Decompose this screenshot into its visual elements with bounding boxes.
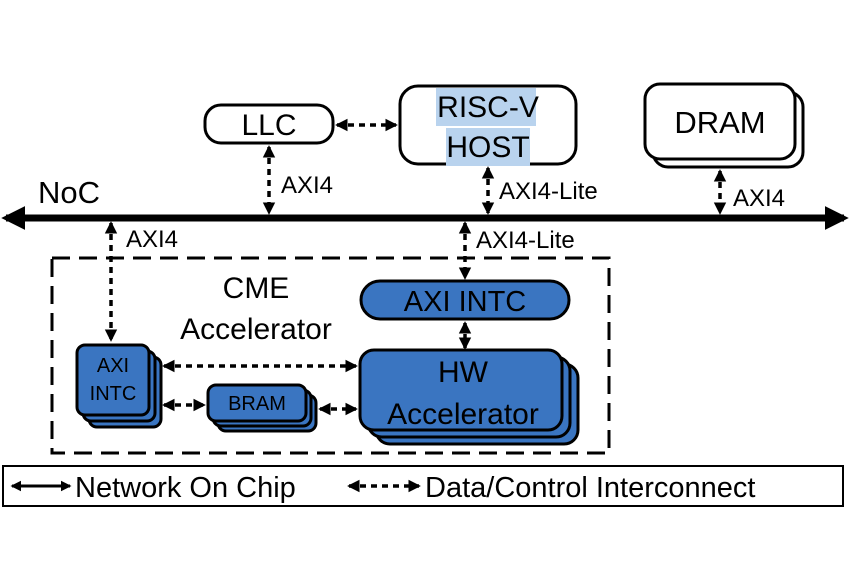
riscv-host-node: RISC-V HOST bbox=[398, 84, 578, 166]
axi-intc-top-label: AXI INTC bbox=[404, 286, 526, 318]
legend-solid-label: Network On Chip bbox=[75, 472, 296, 504]
axi-intc-left-node: AXI INTC bbox=[75, 343, 163, 429]
legend-box bbox=[2, 465, 844, 507]
dram-label: DRAM bbox=[674, 105, 765, 140]
dram-noc-label: AXI4 bbox=[733, 185, 785, 212]
legend-dashed-label: Data/Control Interconnect bbox=[425, 472, 755, 504]
axi-intc-top-node: AXI INTC bbox=[359, 279, 571, 321]
noc-cme-label: AXI4 bbox=[126, 226, 178, 253]
hw-label: HW bbox=[438, 356, 489, 389]
bram-label: BRAM bbox=[228, 393, 286, 415]
host-label: HOST bbox=[446, 131, 529, 164]
llc-node: LLC bbox=[203, 103, 335, 145]
text-highlight bbox=[436, 88, 536, 126]
host-noc-label: AXI4-Lite bbox=[499, 178, 598, 205]
accelerator-label: Accelerator bbox=[180, 313, 332, 346]
cme-label: CME bbox=[223, 272, 290, 305]
riscv-label: RISC-V bbox=[437, 91, 539, 124]
axi-intc-left-label-2: INTC bbox=[90, 383, 137, 405]
hw-accelerator-label: Accelerator bbox=[387, 398, 539, 431]
dram-node: DRAM bbox=[643, 82, 805, 169]
cme-accelerator-boundary bbox=[50, 256, 611, 455]
llc-label: LLC bbox=[241, 109, 296, 142]
noc-intc-label: AXI4-Lite bbox=[476, 227, 575, 254]
axi-intc-left-label-1: AXI bbox=[97, 355, 129, 377]
noc-label: NoC bbox=[38, 175, 100, 210]
hw-accelerator-node: HW Accelerator bbox=[358, 348, 580, 446]
llc-noc-label: AXI4 bbox=[281, 172, 333, 199]
bram-node: BRAM bbox=[206, 383, 318, 433]
text-highlight bbox=[446, 128, 530, 166]
